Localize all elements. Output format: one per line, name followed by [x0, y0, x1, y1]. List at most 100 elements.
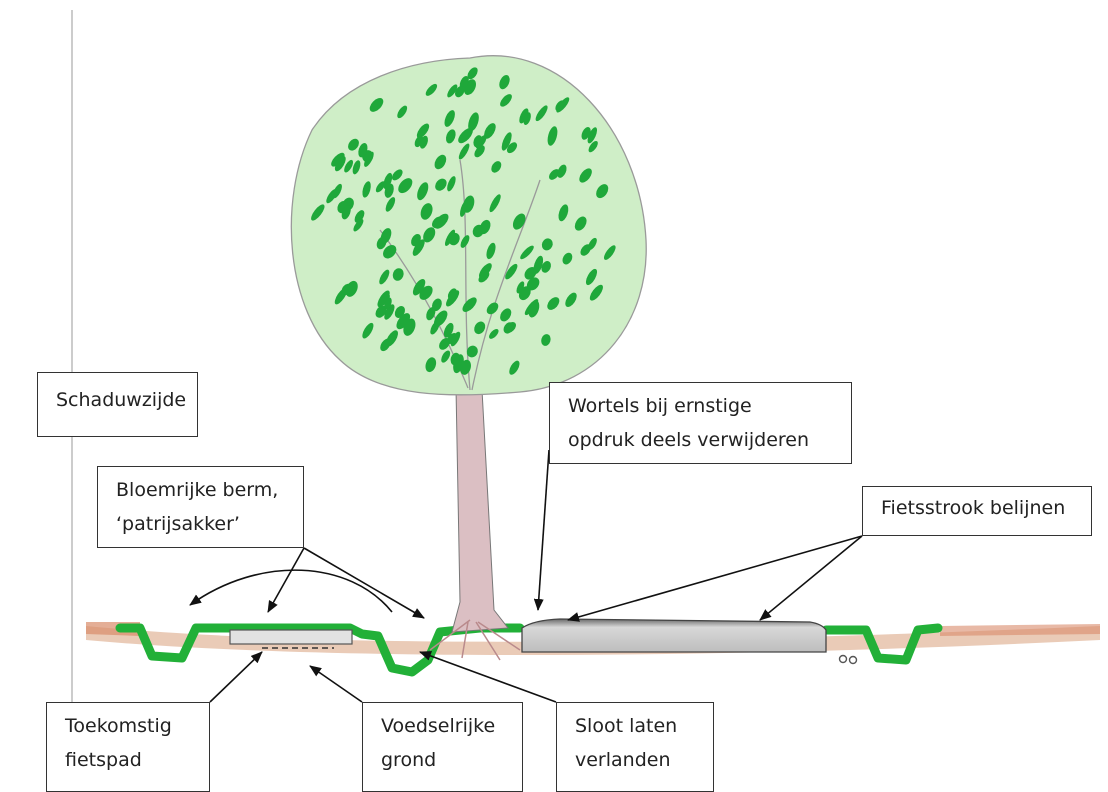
pebble: [838, 654, 848, 664]
leaf-mark: [581, 127, 591, 140]
leaf-mark: [425, 83, 438, 96]
leaf-mark: [524, 267, 537, 280]
leaf-mark: [516, 281, 525, 294]
leaf-mark: [519, 108, 529, 124]
leaf-mark: [412, 239, 425, 256]
leaf-mark: [558, 204, 569, 222]
leaf-mark: [434, 154, 447, 170]
leaf-mark: [396, 313, 411, 330]
leaf-mark: [501, 132, 512, 151]
leaf-mark: [467, 67, 478, 80]
leaf-mark: [433, 310, 448, 327]
leaf-mark: [535, 105, 548, 122]
leaf-mark: [500, 94, 512, 107]
leaf-mark: [474, 145, 485, 158]
leaf-mark: [460, 200, 468, 217]
leaf-mark: [520, 245, 534, 260]
leaf-mark: [435, 178, 447, 191]
label-rich-soil-line2: grond: [381, 749, 437, 771]
leaf-mark: [588, 140, 598, 153]
leaf-mark: [499, 74, 510, 90]
label-shade-side-text: Schaduwzijde: [56, 389, 187, 411]
leaf-mark: [462, 297, 477, 312]
leaf-mark: [341, 204, 351, 220]
pebble: [848, 655, 858, 665]
leaf-mark: [479, 219, 491, 235]
label-bike-lane: Fietsstrook belijnen: [862, 486, 1092, 536]
leaf-mark: [444, 229, 456, 246]
curved-arrow: [189, 569, 393, 613]
leaf-mark: [362, 322, 374, 339]
leaf-mark: [420, 203, 433, 220]
leaf-dots: [311, 67, 616, 375]
leaf-mark: [585, 268, 598, 286]
leaf-mark: [398, 178, 413, 194]
leaf-mark: [439, 338, 450, 350]
leaf-mark: [426, 307, 436, 321]
label-ditch: Sloot laten verlanden: [556, 702, 714, 792]
leaf-mark: [454, 85, 465, 98]
leaf-mark: [547, 126, 558, 146]
leaf-mark: [384, 304, 395, 320]
label-ditch-line2: verlanden: [575, 749, 671, 771]
leaf-mark: [479, 263, 492, 279]
leaf-mark: [475, 135, 487, 149]
future-path-strip: [229, 629, 353, 645]
leaf-mark: [384, 297, 392, 310]
leaf-mark: [459, 76, 469, 89]
leaf-mark: [503, 322, 514, 334]
label-rich-soil: Voedselrijke grond: [362, 702, 523, 792]
leaf-mark: [348, 138, 359, 151]
pointer-arrows: [209, 449, 863, 703]
leaf-mark: [417, 182, 429, 201]
leaf-mark: [412, 278, 426, 296]
label-rich-soil-line1: Voedselrijke: [381, 715, 496, 737]
leaf-mark: [603, 245, 616, 260]
leaf-mark: [506, 142, 518, 154]
leaf-mark: [385, 330, 398, 347]
leaf-mark: [432, 216, 444, 229]
leaf-mark: [362, 181, 371, 198]
leaf-mark: [505, 263, 518, 280]
leaf-mark: [379, 269, 390, 285]
grass-profile: [115, 623, 525, 677]
leaf-mark: [458, 143, 470, 160]
leaf-mark: [450, 352, 461, 366]
label-ditch-line1: Sloot laten: [575, 715, 678, 737]
leaf-mark: [486, 302, 499, 315]
leaf-mark: [385, 197, 396, 212]
leaf-mark: [556, 97, 570, 113]
leaf-mark: [562, 252, 573, 265]
leaf-mark: [326, 188, 338, 204]
label-flower-verge-line2: ‘patrijsakker’: [116, 513, 240, 535]
leaf-mark: [458, 127, 473, 144]
leaf-mark: [579, 168, 592, 183]
label-future-path-line1: Toekomstig: [65, 715, 172, 737]
leaf-mark: [425, 357, 437, 373]
leaf-mark: [489, 194, 501, 213]
leaf-mark: [419, 285, 433, 300]
leaf-mark: [353, 218, 364, 232]
leaf-mark: [574, 216, 587, 231]
leaf-mark: [533, 255, 544, 274]
leaf-mark: [380, 228, 392, 244]
leaf-mark: [489, 328, 499, 339]
leaf-mark: [375, 305, 387, 318]
leaf-mark: [447, 84, 458, 98]
grass-profile-right: [821, 623, 943, 665]
leaf-mark: [541, 238, 553, 251]
label-bike-lane-text: Fietsstrook belijnen: [881, 497, 1066, 519]
label-future-path: Toekomstig fietspad: [46, 702, 210, 792]
leaf-mark: [358, 143, 368, 158]
leaf-mark: [375, 181, 386, 193]
leaf-mark: [500, 308, 512, 322]
label-roots: Wortels bij ernstige opdruk deels verwij…: [549, 382, 852, 464]
leaf-mark: [484, 123, 496, 139]
label-flower-verge: Bloemrijke berm, ‘patrijsakker’: [97, 466, 304, 548]
tree-canopy: [290, 55, 647, 396]
leaf-mark: [441, 350, 451, 363]
leaf-mark: [587, 127, 598, 144]
leaf-mark: [392, 169, 403, 181]
leaf-mark: [369, 97, 384, 112]
